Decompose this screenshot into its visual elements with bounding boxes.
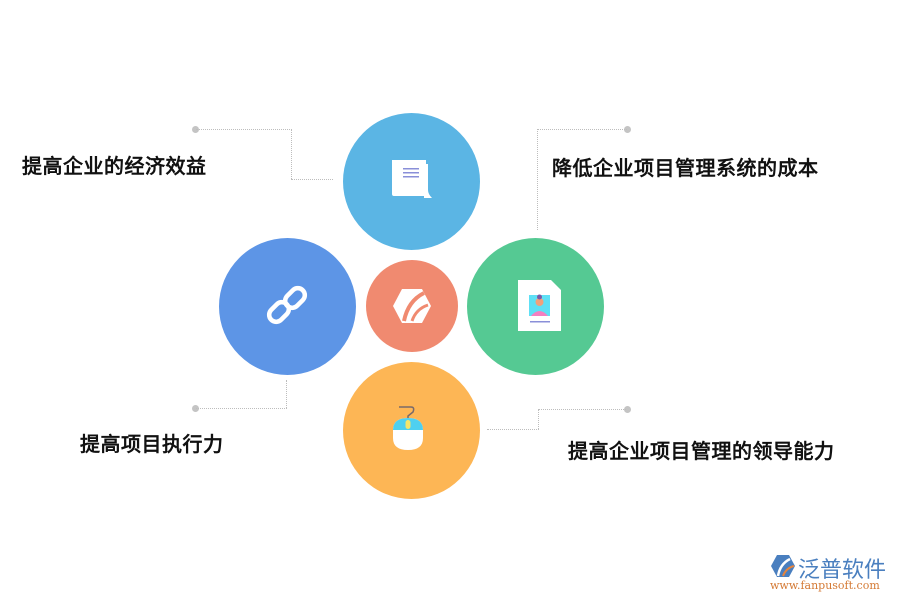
label-bottom-left: 提高项目执行力 bbox=[80, 432, 224, 456]
node-right-circle bbox=[467, 238, 604, 375]
hexagon-leaf-logo-icon bbox=[393, 289, 431, 323]
id-card-document-icon bbox=[518, 280, 561, 331]
center-circle bbox=[366, 260, 458, 352]
node-top-circle bbox=[343, 113, 480, 250]
watermark-url: www.fanpusoft.com bbox=[770, 579, 880, 592]
node-left-circle bbox=[219, 238, 356, 375]
watermark-brand: 泛普软件 bbox=[798, 558, 887, 583]
label-bottom-right: 提高企业项目管理的领导能力 bbox=[568, 439, 835, 463]
label-top-right: 降低企业项目管理系统的成本 bbox=[552, 156, 819, 180]
fanpu-logo-icon bbox=[771, 555, 795, 577]
scroll-document-icon bbox=[392, 160, 432, 198]
node-bottom-circle bbox=[343, 362, 480, 499]
label-top-left: 提高企业的经济效益 bbox=[22, 154, 207, 178]
computer-mouse-icon bbox=[393, 406, 423, 450]
chain-link-icon bbox=[266, 285, 308, 325]
